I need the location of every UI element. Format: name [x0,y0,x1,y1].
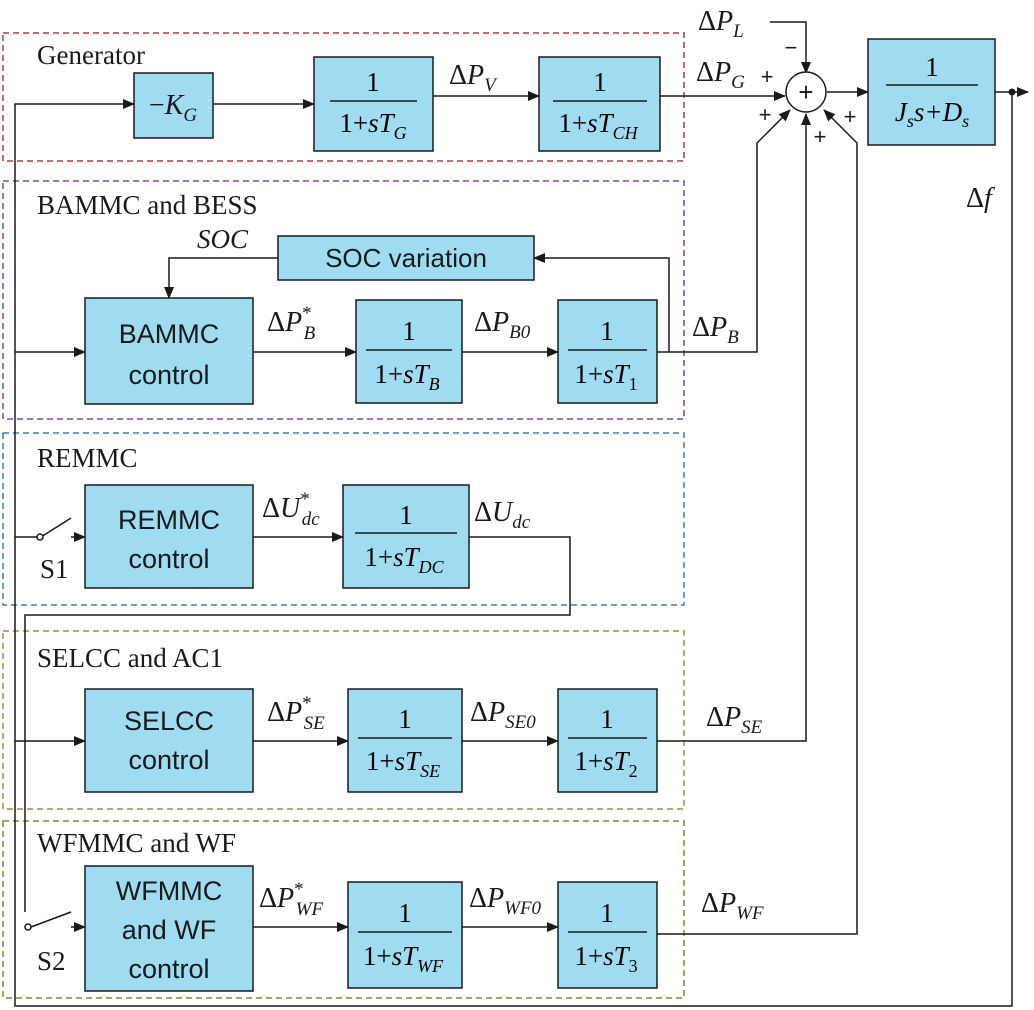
signal-soc: SOC [197,224,249,254]
signal-pb-ref: ΔP*B [267,303,316,344]
gain-kg-block [133,72,214,139]
remmc-control-line1: REMMC [118,505,220,535]
sign-plus-pg: + [761,64,774,89]
svg-text:1+sTG: 1+sTG [339,108,406,143]
tf-block-wf: 1 1+sTWF [347,881,463,989]
tf-block-2: 1 1+sT2 [557,688,658,793]
tf-block-g: 1 1+sTG [313,56,434,152]
switch-s1-label: S1 [40,554,69,584]
tf-block-b: 1 1+sTB [355,299,463,404]
svg-text:1: 1 [398,898,412,928]
wire-pwf-to-sum [657,109,858,935]
sign-plus-pse: + [814,124,827,149]
svg-text:1+sTCH: 1+sTCH [558,108,638,143]
selcc-section [2,630,685,810]
bammc-control-line2: control [128,360,209,390]
signal-pwf-ref: ΔP*WF [259,879,323,920]
switch-s1-blade [40,517,72,538]
soc-variation-block [277,235,535,281]
sign-plus-pb: + [759,102,772,127]
svg-text:1: 1 [600,898,614,928]
wfmmc-section [2,820,685,999]
system-block: 1 Jss+Ds [867,38,996,146]
signal-pse-ref: ΔP*SE [267,693,325,734]
wire-udc-return [24,536,571,912]
svg-text:1: 1 [925,52,939,82]
tf-block-dc: 1 1+sTDC [342,484,470,589]
remmc-control-block [84,484,254,589]
svg-text:1+sT1: 1+sT1 [574,359,637,394]
wfmmc-control-line3: control [128,954,209,984]
svg-text:1: 1 [398,704,412,734]
signal-pse0: ΔPSE0 [470,697,536,733]
switch-s2-contact [24,923,32,931]
switch-s1-contact [36,533,44,541]
svg-text:1: 1 [366,67,380,97]
wfmmc-control-block [84,865,254,992]
remmc-section [2,432,685,606]
remmc-control-line2: control [128,544,209,574]
signal-pv: ΔPV [449,60,498,96]
bammc-control-line1: BAMMC [119,319,220,349]
signal-pwf0: ΔPWF0 [469,883,542,919]
tf-block-3: 1 1+sT3 [557,881,658,989]
tf-block-se: 1 1+sTSE [347,688,463,793]
wire-soc-feedback [533,253,670,352]
selcc-control-line1: SELCC [124,706,214,736]
generator-section-title: Generator [37,40,145,70]
summing-junction [785,71,827,113]
signal-udc-ref: ΔU*dc [262,489,320,530]
output-junction [1008,88,1016,96]
signal-pse: ΔPSE [706,702,763,738]
wire-pb-to-sum [657,109,791,353]
signal-pg: ΔPG [696,57,745,93]
svg-text:1+sT2: 1+sT2 [574,746,637,781]
soc-variation-label: SOC variation [325,243,487,273]
svg-text:1+sTSE: 1+sTSE [366,746,440,781]
signal-df: Δf [966,183,995,214]
svg-text:1+sTWF: 1+sTWF [363,941,444,976]
feedback-loop [14,92,1013,1007]
switch-s2-blade [30,911,72,928]
svg-text:Jss+Ds: Jss+Ds [895,97,969,131]
selcc-control-line2: control [128,745,209,775]
sign-minus-pl: − [785,35,798,60]
summing-junction-symbol: + [798,77,813,107]
wire-pl-to-sum [770,21,811,74]
signal-pb0: ΔPB0 [474,307,531,343]
wfmmc-control-line1: WFMMC [116,876,222,906]
svg-text:1: 1 [593,67,607,97]
svg-text:1: 1 [402,316,416,346]
selcc-control-block [84,688,254,793]
svg-text:1: 1 [399,500,413,530]
signal-udc: ΔUdc [474,497,531,533]
signal-pwf: ΔPWF [701,888,764,924]
wfmmc-section-title: WFMMC and WF [37,828,236,858]
gain-kg-label: −KG [149,90,197,126]
selcc-section-title: SELCC and AC1 [37,643,223,673]
tf-block-1: 1 1+sT1 [557,299,658,404]
remmc-section-title: REMMC [37,443,138,473]
wire-pse-to-sum [657,113,811,742]
switch-s2-label: S2 [37,946,66,976]
signal-pb: ΔPB [692,312,739,348]
generator-section [2,32,685,162]
svg-text:1: 1 [600,704,614,734]
bammc-section-title: BAMMC and BESS [37,190,258,220]
bammc-control-block [84,297,254,405]
wire-soc-to-bammc [164,257,278,299]
bammc-section [2,180,685,420]
svg-text:1+sTB: 1+sTB [374,359,439,394]
sign-plus-pwf: + [844,104,857,129]
wfmmc-control-line2: and WF [122,915,217,945]
svg-text:1: 1 [600,316,614,346]
svg-text:1+sTDC: 1+sTDC [364,542,444,577]
tf-block-ch: 1 1+sTCH [538,56,661,152]
signal-pl: ΔPL [698,6,744,42]
svg-text:1+sT3: 1+sT3 [574,941,637,976]
